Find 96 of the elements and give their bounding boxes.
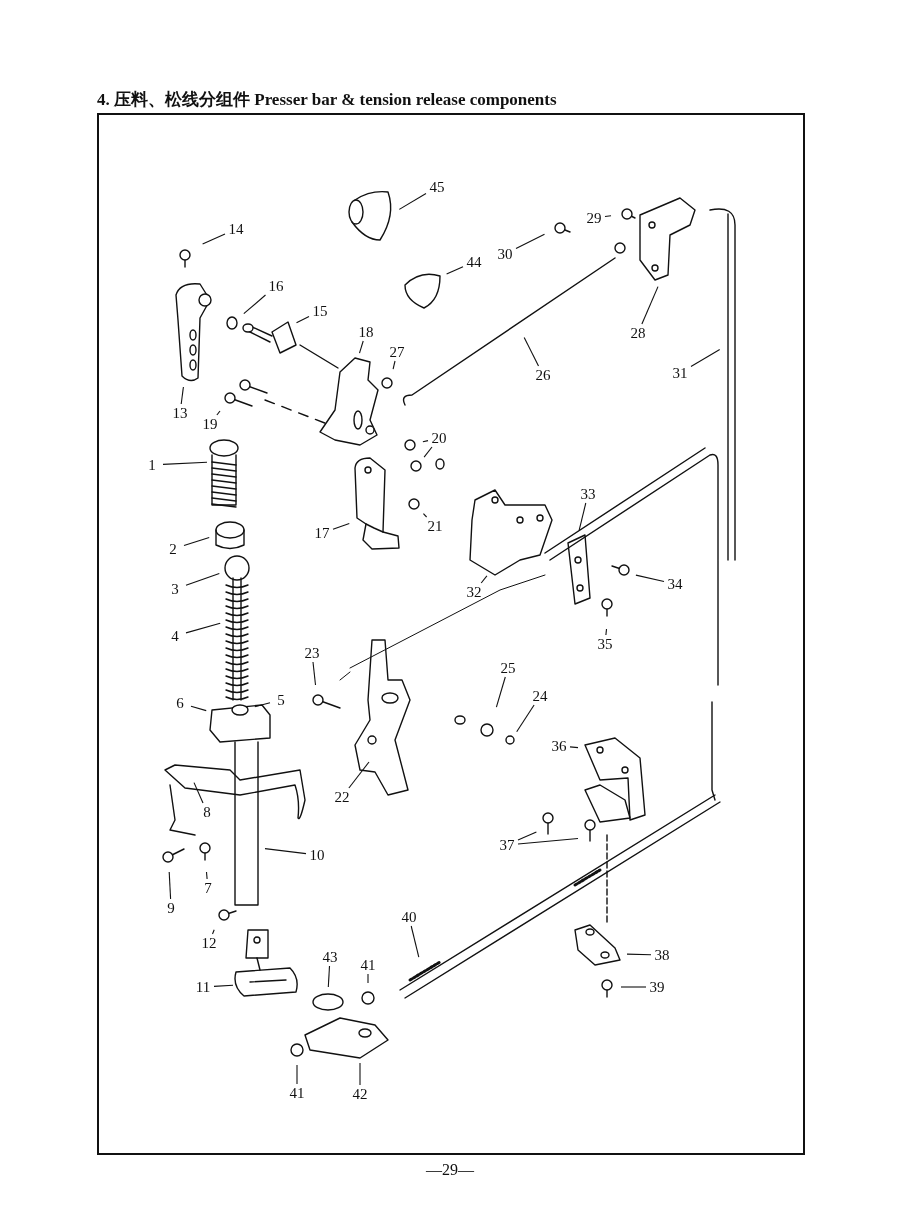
leader-line: [517, 837, 579, 845]
leader-line: [626, 953, 652, 956]
leader-line: [185, 573, 220, 586]
leader-line: [569, 746, 579, 749]
callout-number: 38: [654, 947, 670, 963]
leader-line: [523, 336, 540, 367]
leader-line: [392, 360, 396, 370]
leader-line: [359, 1062, 361, 1086]
leader-line: [254, 702, 271, 708]
page-number: —29—: [426, 1161, 474, 1179]
leader-line: [348, 761, 370, 789]
callout-number: 45: [429, 179, 445, 195]
leader-line: [495, 676, 506, 708]
callout-number: 19: [202, 416, 218, 432]
callout-number: 18: [358, 324, 374, 340]
leader-line: [604, 215, 612, 218]
callout-number: 25: [500, 660, 516, 676]
callout-number: 29: [586, 210, 602, 226]
leader-line: [332, 523, 350, 530]
leader-line: [327, 965, 331, 988]
leader-line: [480, 575, 488, 584]
callout-number: 17: [314, 525, 330, 541]
leader-line: [423, 446, 433, 458]
callout-number: 28: [630, 325, 646, 341]
callout-number: 24: [532, 688, 548, 704]
callout-number: 8: [203, 804, 211, 820]
leader-line: [398, 192, 427, 210]
leader-line: [295, 315, 310, 324]
callout-number: 27: [389, 344, 405, 360]
callout-number: 12: [201, 935, 217, 951]
callout-number: 43: [322, 949, 338, 965]
callout-number: 1: [148, 457, 156, 473]
callout-number: 21: [427, 518, 443, 534]
leader-line: [605, 628, 608, 636]
leader-line: [168, 871, 172, 900]
callout-number: 7: [204, 880, 212, 896]
callout-number: 14: [228, 221, 244, 237]
leader-line: [202, 233, 226, 245]
callout-number: 35: [597, 636, 613, 652]
callout-number: 2: [169, 541, 177, 557]
callout-number: 33: [580, 486, 596, 502]
callout-number: 23: [304, 645, 320, 661]
callout-number: 4: [171, 628, 179, 644]
callout-number: 6: [176, 695, 184, 711]
callout-number: 42: [352, 1086, 368, 1102]
leader-line: [264, 848, 307, 855]
leader-line: [296, 1064, 298, 1085]
leader-line: [620, 986, 647, 988]
leader-line: [641, 286, 659, 325]
leader-line: [162, 461, 208, 465]
leader-line: [358, 340, 364, 354]
callout-number: 36: [551, 738, 567, 754]
leader-line: [193, 782, 204, 804]
callout-number: 37: [499, 837, 515, 853]
callout-number: 10: [309, 847, 325, 863]
callout-number: 22: [334, 789, 350, 805]
leader-line: [205, 871, 208, 880]
leader-line: [367, 973, 369, 984]
leader-line: [410, 925, 420, 958]
leader-line: [183, 536, 210, 547]
callout-number: 3: [171, 581, 179, 597]
callout-number: 11: [195, 979, 211, 995]
leader-line: [635, 574, 665, 583]
callout-number: 9: [167, 900, 175, 916]
leader-line: [515, 233, 546, 250]
callout-number: 41: [289, 1085, 305, 1101]
callout-number: 41: [360, 957, 376, 973]
leader-line: [185, 622, 221, 634]
callout-number: 44: [466, 254, 482, 270]
leader-line: [211, 929, 215, 935]
leader-line: [422, 513, 428, 518]
callout-number: 26: [535, 367, 551, 383]
callout-number: 32: [466, 584, 482, 600]
leader-line: [312, 661, 317, 686]
callout-number: 16: [268, 278, 284, 294]
callout-number: 20: [431, 430, 447, 446]
callout-number: 30: [497, 246, 513, 262]
leader-line: [517, 831, 537, 841]
leader-line: [243, 294, 267, 315]
leader-line: [690, 348, 721, 368]
leader-line: [578, 502, 587, 531]
leader-line: [213, 984, 234, 987]
callout-number: 5: [277, 692, 285, 708]
leader-line: [216, 410, 221, 416]
callout-number: 31: [672, 365, 688, 381]
callout-number: 39: [649, 979, 665, 995]
leader-line: [190, 705, 207, 712]
page-title: 4. 压料、松线分组件 Presser bar & tension release components: [97, 89, 557, 111]
leader-line: [180, 386, 184, 405]
leader-line: [422, 440, 429, 443]
callout-number: 40: [401, 909, 417, 925]
callout-number: 34: [667, 576, 683, 592]
leader-line: [446, 266, 464, 275]
callout-number: 15: [312, 303, 328, 319]
leader-line: [516, 704, 535, 733]
callout-number: 13: [172, 405, 188, 421]
